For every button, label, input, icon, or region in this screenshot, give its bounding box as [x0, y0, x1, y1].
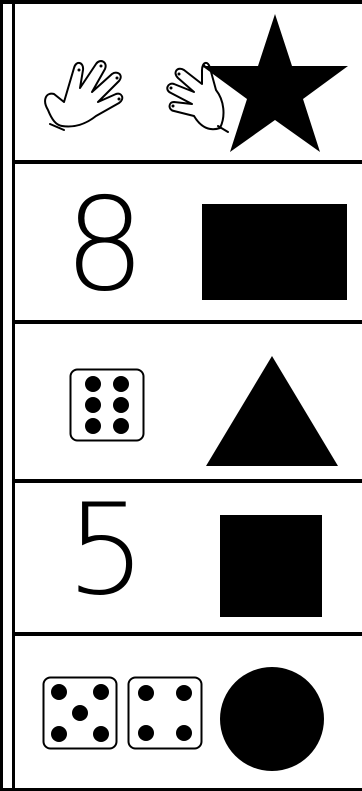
triangle-shape — [206, 356, 338, 466]
row-5 — [14, 636, 362, 788]
rectangle-shape — [202, 204, 347, 300]
die-four-icon — [127, 676, 203, 750]
circle-shape — [219, 666, 325, 772]
row-2: 8 — [14, 164, 362, 320]
row-3 — [14, 324, 362, 479]
die-five-icon — [42, 676, 118, 750]
square-shape — [220, 515, 322, 617]
die-six-icon — [69, 368, 145, 442]
row-4: 5 — [14, 483, 362, 632]
numeral-5: 5 — [66, 487, 144, 613]
row-1 — [14, 4, 362, 160]
border-left — [0, 0, 3, 791]
star-shape — [200, 14, 350, 156]
numeral-8: 8 — [64, 182, 143, 310]
